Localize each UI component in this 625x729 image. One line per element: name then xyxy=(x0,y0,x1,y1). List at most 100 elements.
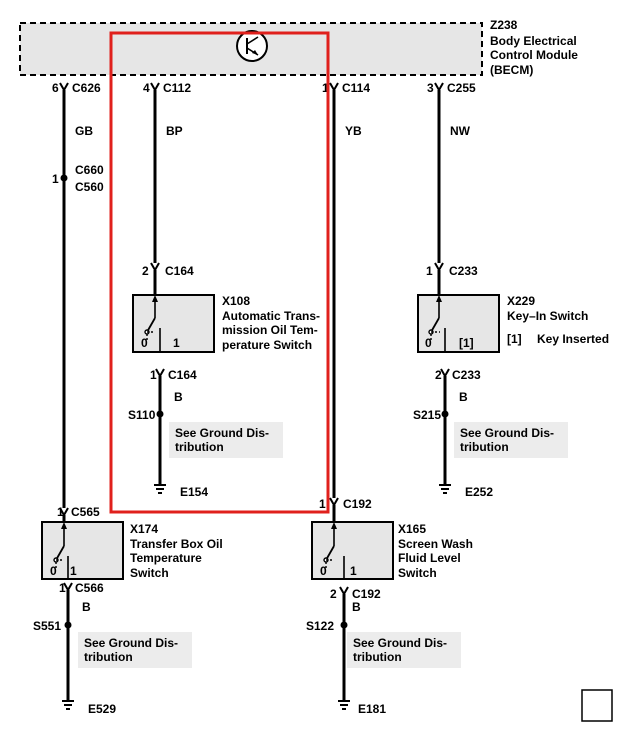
module-name-line-2: Control Module xyxy=(490,48,578,62)
x174-ground: E529 xyxy=(88,702,116,716)
x229-wire-color: B xyxy=(459,390,468,404)
x108-name-line-2: mission Oil Tem- xyxy=(222,323,318,337)
x229-ground-note-box xyxy=(454,422,568,458)
x108-ground-note-line-1: See Ground Dis- xyxy=(175,426,269,440)
x229-name-line-1: Key–In Switch xyxy=(507,309,588,323)
x174-name-line-3: Switch xyxy=(130,566,169,580)
x108-top-connector xyxy=(150,262,160,295)
x165-ground-note-line-1: See Ground Dis- xyxy=(353,636,447,650)
x174-switch-box xyxy=(41,521,124,580)
becm-transistor-icon xyxy=(236,30,268,62)
x165-top-connector-label: C192 xyxy=(343,497,372,511)
x229-bottom-connector-label: C233 xyxy=(452,368,481,382)
wire-c114-color: YB xyxy=(345,124,362,138)
wire-c255-connector: C255 xyxy=(447,81,476,95)
x108-name-line-3: perature Switch xyxy=(222,338,312,352)
x108-top-pin: 2 xyxy=(142,264,149,278)
wire-c112-connector: C112 xyxy=(163,81,191,95)
x165-state-1: 1 xyxy=(350,564,357,578)
e181-ground-icon xyxy=(338,700,350,710)
x165-wire-color: B xyxy=(352,600,361,614)
x174-top-connector xyxy=(59,507,69,522)
x108-top-connector-label: C164 xyxy=(165,264,194,278)
x229-top-pin: 1 xyxy=(426,264,433,278)
x229-splice: S215 xyxy=(413,408,441,422)
wire-c112-pin: 4 xyxy=(143,81,150,95)
e529-ground-icon xyxy=(62,700,74,710)
x229-state-1: [1] xyxy=(459,336,474,350)
x174-splice: S551 xyxy=(33,619,61,633)
corner-square[interactable] xyxy=(581,689,613,722)
x174-ground-note-line-1: See Ground Dis- xyxy=(84,636,178,650)
x229-legend-key: [1] xyxy=(507,332,522,346)
x165-top-connector xyxy=(329,497,339,522)
x229-legend-value: Key Inserted xyxy=(537,332,609,346)
x108-bottom-wire xyxy=(155,368,165,484)
x108-splice: S110 xyxy=(128,408,156,422)
x165-state-0: 0 xyxy=(320,564,327,578)
x174-name-line-1: Transfer Box Oil xyxy=(130,537,223,551)
module-name-line-3: (BECM) xyxy=(490,63,533,77)
e154-ground-icon xyxy=(154,484,166,494)
wire-c114 xyxy=(329,82,339,498)
wire-c255-pin: 3 xyxy=(427,81,434,95)
x174-ground-note-line-2: tribution xyxy=(84,650,133,664)
x229-ground: E252 xyxy=(465,485,493,499)
x165-switch-symbol xyxy=(323,522,345,579)
x108-state-1: 1 xyxy=(173,336,180,350)
x108-ground: E154 xyxy=(180,485,208,499)
x108-id: X108 xyxy=(222,294,250,308)
x174-bottom-wire xyxy=(63,582,73,700)
wire-c255-color: NW xyxy=(450,124,471,138)
x229-switch-symbol xyxy=(428,295,446,352)
wire-c626-color: GB xyxy=(75,124,93,138)
x229-id: X229 xyxy=(507,294,535,308)
x165-top-pin: 1 xyxy=(319,497,326,511)
x165-switch-box xyxy=(311,521,394,580)
x229-switch-box xyxy=(417,294,500,353)
x165-bottom-wire xyxy=(339,586,349,700)
x165-bottom-pin: 2 xyxy=(330,587,337,601)
wire-c112-color: BP xyxy=(166,124,183,138)
x108-bottom-connector-label: C164 xyxy=(168,368,197,382)
x174-top-pin: 1 xyxy=(57,505,64,519)
x229-ground-note-line-2: tribution xyxy=(460,440,509,454)
x174-wire-color: B xyxy=(82,600,91,614)
x165-name-line-2: Fluid Level xyxy=(398,551,461,565)
wire-c626 xyxy=(59,82,69,508)
x229-state-0: 0 xyxy=(425,336,432,350)
x108-state-0: 0 xyxy=(141,336,148,350)
x174-state-0: 0 xyxy=(50,564,57,578)
wire-c114-connector: C114 xyxy=(342,81,370,95)
x174-bottom-pin: 1 xyxy=(59,581,66,595)
x174-name-line-2: Temperature xyxy=(130,551,202,565)
x108-name-line-1: Automatic Trans- xyxy=(222,309,320,323)
x174-state-1: 1 xyxy=(70,564,77,578)
inline-connector-pin: 1 xyxy=(52,172,59,186)
x165-id: X165 xyxy=(398,522,426,536)
x108-switch-symbol xyxy=(144,295,161,352)
x229-bottom-pin: 2 xyxy=(435,368,442,382)
highlight-box xyxy=(109,31,330,514)
x229-top-connector-label: C233 xyxy=(449,264,478,278)
x229-bottom-wire xyxy=(440,368,450,484)
x174-switch-symbol xyxy=(53,522,69,579)
x108-ground-note-line-2: tribution xyxy=(175,440,224,454)
x165-name-line-1: Screen Wash xyxy=(398,537,473,551)
x165-ground-note-box xyxy=(347,632,461,668)
wire-c626-connector: C626 xyxy=(72,81,101,95)
x165-splice: S122 xyxy=(306,619,334,633)
x174-top-connector-label: C565 xyxy=(71,505,100,519)
x229-ground-note-line-1: See Ground Dis- xyxy=(460,426,554,440)
e252-ground-icon xyxy=(439,484,451,494)
x174-id: X174 xyxy=(130,522,158,536)
wire-c255 xyxy=(434,82,444,263)
inline-connector-c560: C560 xyxy=(75,180,104,194)
module-name-line-1: Body Electrical xyxy=(490,34,577,48)
wire-c112 xyxy=(150,82,160,263)
wire-c114-pin: 1 xyxy=(322,81,329,95)
x108-bottom-pin: 1 xyxy=(150,368,157,382)
x174-bottom-connector-label: C566 xyxy=(75,581,104,595)
